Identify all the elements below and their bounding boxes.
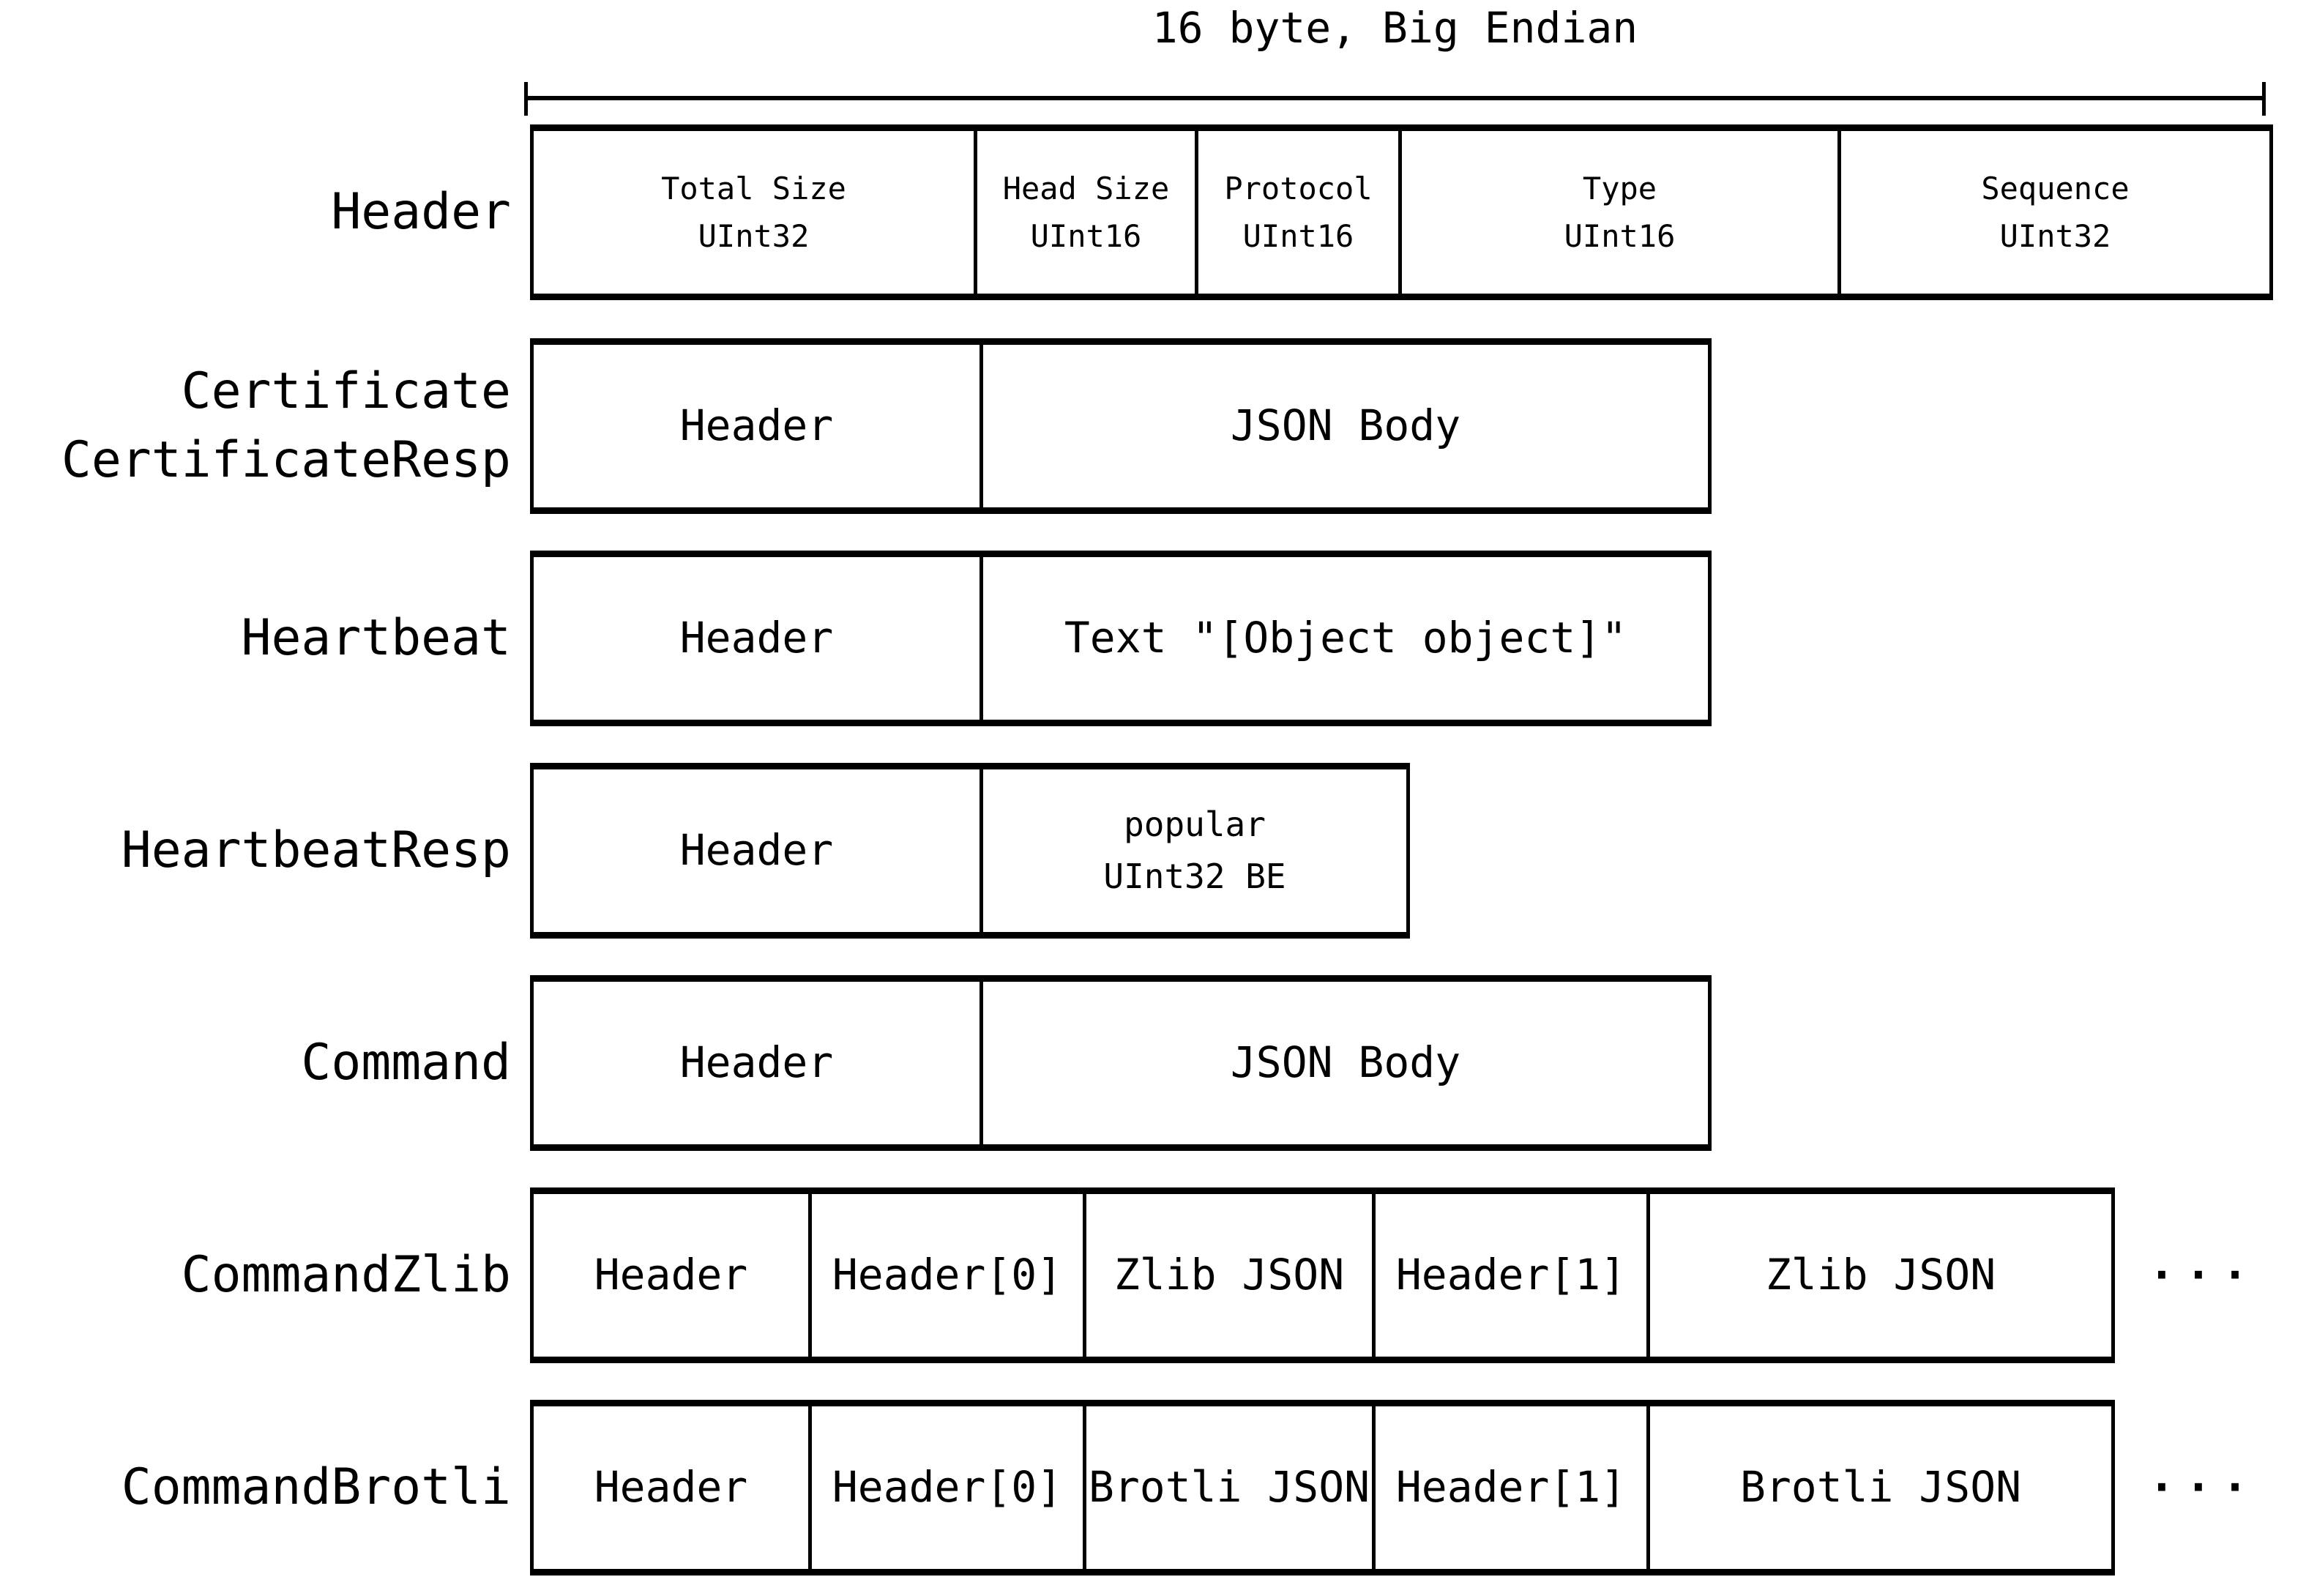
field-cell-header-1: Header[1] xyxy=(1372,1194,1646,1357)
field-cell-total-size: Total Size UInt32 xyxy=(661,170,846,254)
field-cell-header: Header xyxy=(679,1037,834,1088)
field-cell-text-object: Text "[Object object]" xyxy=(980,557,1708,720)
command-fields-box: Header JSON Body xyxy=(530,975,1712,1151)
protocol-row-header: Header Total Size UInt32 Head Size UInt1… xyxy=(0,124,2306,300)
field-cell-header: Header xyxy=(594,1462,748,1513)
commandbrotli-fields-box: Header Header[0] Brotli JSON Header[1] B… xyxy=(530,1400,2115,1576)
field-cell-json-body: JSON Body xyxy=(980,982,1708,1144)
field-cell-zlib-json-1: Zlib JSON xyxy=(1646,1194,2111,1357)
row-label-heartbeatresp: HeartbeatResp xyxy=(121,821,511,880)
heartbeatresp-fields-box: Header popular UInt32 BE xyxy=(530,763,1410,939)
field-cell-brotli-json-1: Brotli JSON xyxy=(1646,1406,2111,1569)
field-cell-header-0: Header[0] xyxy=(808,1194,1083,1357)
protocol-row-commandzlib: CommandZlib Header Header[0] Zlib JSON H… xyxy=(0,1187,2306,1363)
field-cell-header: Header xyxy=(679,825,834,876)
field-cell-header: Header xyxy=(679,613,834,663)
protocol-row-heartbeat: Heartbeat Header Text "[Object object]" xyxy=(0,551,2306,726)
diagram-title: 16 byte, Big Endian xyxy=(1152,3,1638,53)
field-cell-header: Header xyxy=(679,400,834,451)
byte-span-bracket xyxy=(524,82,2266,116)
field-cell-json-body: JSON Body xyxy=(980,345,1708,507)
field-cell-header-1: Header[1] xyxy=(1372,1406,1646,1569)
header-fields-box: Total Size UInt32 Head Size UInt16 Proto… xyxy=(530,124,2273,300)
row-label-commandbrotli: CommandBrotli xyxy=(121,1458,511,1517)
certificate-fields-box: Header JSON Body xyxy=(530,338,1712,514)
field-cell-protocol: Protocol UInt16 xyxy=(1195,131,1398,294)
heartbeat-fields-box: Header Text "[Object object]" xyxy=(530,551,1712,726)
field-cell-brotli-json-0: Brotli JSON xyxy=(1083,1406,1372,1569)
field-cell-header: Header xyxy=(594,1250,748,1300)
row-label-heartbeat: Heartbeat xyxy=(241,609,511,668)
protocol-row-heartbeatresp: HeartbeatResp Header popular UInt32 BE xyxy=(0,763,2306,939)
protocol-row-command: Command Header JSON Body xyxy=(0,975,2306,1151)
field-cell-header-0: Header[0] xyxy=(808,1406,1083,1569)
commandzlib-fields-box: Header Header[0] Zlib JSON Header[1] Zli… xyxy=(530,1187,2115,1363)
row-label-commandzlib: CommandZlib xyxy=(181,1246,511,1305)
row-label-command: Command xyxy=(301,1034,511,1092)
row-label-header: Header xyxy=(331,183,511,242)
field-cell-zlib-json-0: Zlib JSON xyxy=(1083,1194,1372,1357)
field-cell-sequence: Sequence UInt32 xyxy=(1837,131,2269,294)
field-cell-type: Type UInt16 xyxy=(1398,131,1837,294)
continuation-ellipsis: ··· xyxy=(2148,1250,2259,1301)
byte-span-bracket-line xyxy=(528,96,2262,100)
continuation-ellipsis: ··· xyxy=(2148,1462,2259,1513)
row-label-certificate: Certificate CertificateResp xyxy=(61,362,511,489)
field-cell-head-size: Head Size UInt16 xyxy=(974,131,1195,294)
field-cell-popular-uint32: popular UInt32 BE xyxy=(980,769,1406,932)
protocol-row-commandbrotli: CommandBrotli Header Header[0] Brotli JS… xyxy=(0,1400,2306,1576)
protocol-row-certificate: Certificate CertificateResp Header JSON … xyxy=(0,338,2306,514)
